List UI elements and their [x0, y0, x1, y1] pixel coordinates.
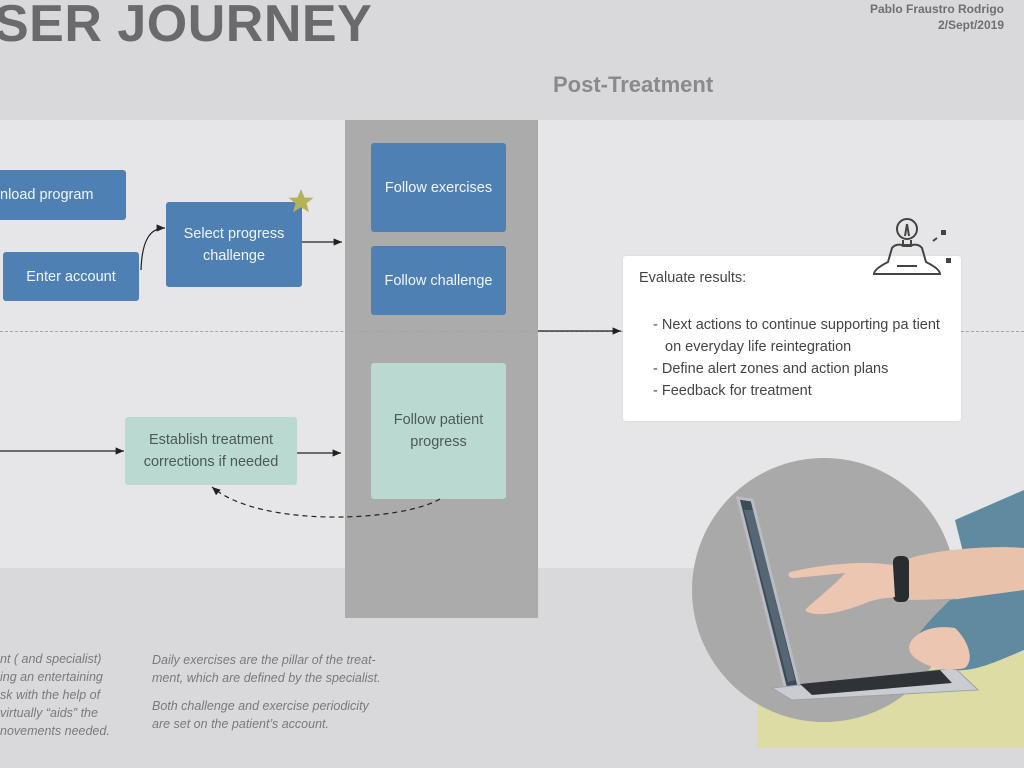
arrow-enter-to-select	[140, 224, 166, 271]
evaluate-item: - Next actions to continue supporting pa…	[653, 317, 940, 355]
page-title: SER JOURNEY	[0, 0, 373, 53]
meditation-lightbulb-icon	[872, 218, 951, 275]
evaluate-item: - Define alert zones and action plans	[653, 361, 889, 377]
note-line: nt ( and specialist)	[0, 652, 102, 666]
phase-title: Post-Treatment	[553, 72, 714, 97]
author-name: Pablo Fraustro Rodrigo	[869, 2, 1004, 16]
left-notes: nt ( and specialist) ing an entertaining…	[0, 650, 110, 740]
step-follow-patient-progress: Follow patient progress	[371, 363, 506, 499]
note-line: virtually “aids” the	[0, 706, 98, 720]
date: 2/Sept/2019	[937, 18, 1004, 32]
step-establish-corrections: Establish treatment corrections if neede…	[125, 417, 297, 485]
lane-divider	[0, 331, 1024, 332]
evaluate-results-card: Evaluate results: - Next actions to cont…	[623, 256, 961, 421]
note-line: Both challenge and exercise periodicity	[152, 699, 369, 713]
evaluate-results-list: - Next actions to continue supporting pa…	[653, 314, 953, 402]
step-enter-account: Enter account	[3, 252, 139, 301]
evaluate-results-title: Evaluate results:	[639, 270, 747, 286]
step-select-progress-challenge: Select progress challenge	[166, 202, 302, 287]
note-line: ing an entertaining	[0, 670, 103, 684]
step-follow-challenge: Follow challenge	[371, 246, 506, 315]
note-line: are set on the patient’s account.	[152, 717, 329, 731]
right-notes: Daily exercises are the pillar of the tr…	[152, 651, 381, 733]
note-line: novements needed.	[0, 724, 110, 738]
evaluate-item: - Feedback for treatment	[653, 383, 812, 399]
note-line: sk with the help of	[0, 688, 101, 702]
note-line: Daily exercises are the pillar of the tr…	[152, 653, 376, 667]
step-follow-exercises: Follow exercises	[371, 143, 506, 232]
step-download-program: nload program	[0, 170, 126, 220]
arrow-feedback-loop	[211, 486, 441, 518]
star-icon	[288, 189, 314, 213]
note-line: ment, which are defined by the specialis…	[152, 671, 381, 685]
